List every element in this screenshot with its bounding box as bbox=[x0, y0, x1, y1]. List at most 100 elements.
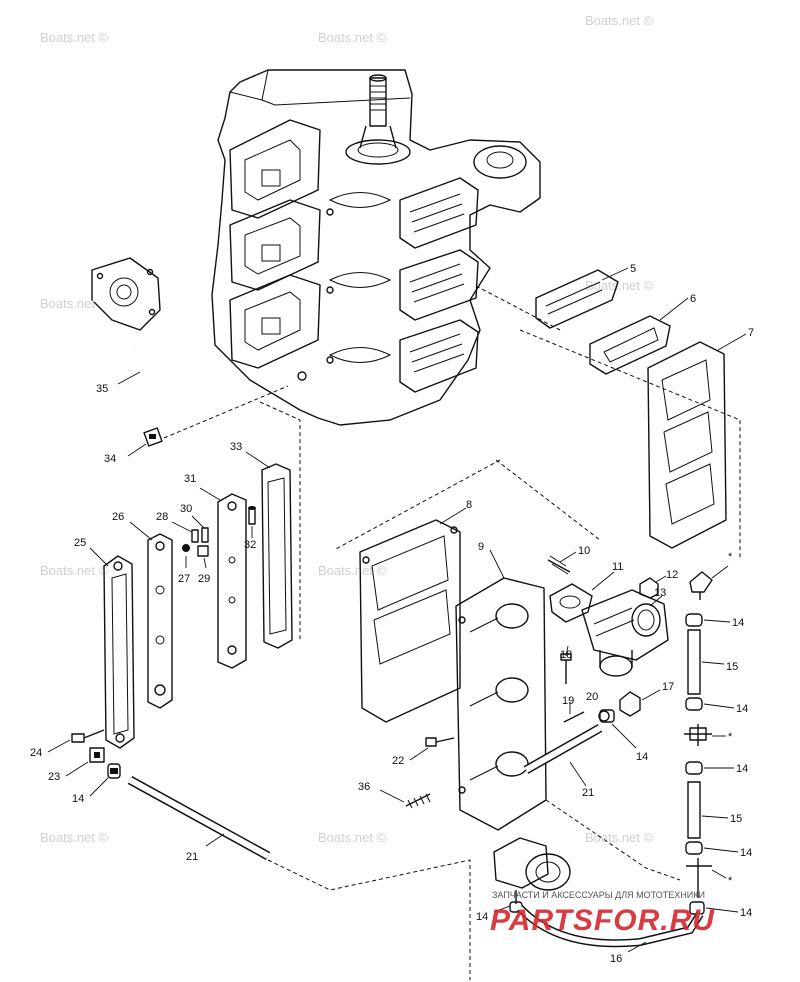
callout-16: 16 bbox=[610, 953, 622, 965]
watermark: Boats.net © bbox=[585, 830, 654, 845]
part-14-clamp bbox=[685, 697, 703, 711]
callout-25: 25 bbox=[74, 537, 86, 549]
callout-21-left: 21 bbox=[186, 851, 198, 863]
callout-8: 8 bbox=[466, 499, 472, 511]
intake-port bbox=[399, 319, 479, 393]
callout-26: 26 bbox=[112, 511, 124, 523]
callout-19: 19 bbox=[562, 695, 574, 707]
intake-port bbox=[399, 177, 479, 249]
callout-15-top: 15 bbox=[726, 661, 738, 673]
part-21-hose bbox=[127, 776, 271, 860]
callout-star-bottom: * bbox=[728, 875, 733, 887]
callout-14-r3: 14 bbox=[736, 763, 748, 775]
part-34-fitting bbox=[143, 427, 163, 447]
part-24-screw bbox=[71, 729, 105, 743]
part-6-gasket bbox=[589, 315, 671, 375]
callout-6: 6 bbox=[690, 293, 696, 305]
callout-star-mid: * bbox=[728, 731, 733, 743]
callout-14-r5: 14 bbox=[740, 907, 752, 919]
crankcase-block bbox=[211, 69, 541, 426]
watermark-layer: Boats.net © Boats.net © Boats.net © Boat… bbox=[40, 13, 654, 845]
callout-27: 27 bbox=[178, 573, 190, 585]
part-36-spring bbox=[405, 793, 431, 809]
part-15-hose bbox=[687, 781, 701, 839]
callout-14-r2: 14 bbox=[736, 703, 748, 715]
callout-14-r1: 14 bbox=[732, 617, 744, 629]
part-35-hose bbox=[132, 343, 152, 401]
part-26-plate bbox=[147, 533, 173, 709]
callout-14-r4: 14 bbox=[740, 847, 752, 859]
callout-36: 36 bbox=[358, 781, 370, 793]
callout-21-center: 21 bbox=[582, 787, 594, 799]
part-10-stud bbox=[547, 555, 571, 575]
part-14-clamp bbox=[685, 761, 703, 775]
callout-32: 32 bbox=[244, 539, 256, 551]
part-25-cover bbox=[103, 555, 135, 749]
part-28-screw bbox=[191, 529, 199, 543]
callout-15-bottom: 15 bbox=[730, 813, 742, 825]
callout-10: 10 bbox=[578, 545, 590, 557]
callout-star-top: * bbox=[728, 551, 733, 563]
callout-7: 7 bbox=[748, 327, 754, 339]
callout-28: 28 bbox=[156, 511, 168, 523]
callout-30: 30 bbox=[180, 503, 192, 515]
cylinder-row bbox=[229, 274, 321, 369]
callout-11: 11 bbox=[612, 561, 623, 573]
part-13-carburetor bbox=[581, 589, 669, 677]
part-19-screw bbox=[563, 711, 585, 723]
callout-24: 24 bbox=[30, 747, 42, 759]
part-7-gasket bbox=[647, 341, 727, 549]
callout-18: 18 bbox=[560, 649, 572, 661]
callout-5: 5 bbox=[630, 263, 636, 275]
part-9-intake-manifold bbox=[455, 577, 547, 831]
callout-31: 31 bbox=[184, 473, 196, 485]
intake-port bbox=[399, 249, 479, 321]
cylinder-row bbox=[229, 119, 321, 219]
banner-tagline: ЗАПЧАСТИ И АКСЕССУАРЫ ДЛЯ МОТОТЕХНИКИ bbox=[492, 890, 705, 900]
part-11-gasket bbox=[549, 583, 593, 623]
callout-9: 9 bbox=[478, 541, 484, 553]
part-21-hose bbox=[523, 724, 603, 774]
callout-20: 20 bbox=[586, 691, 598, 703]
fuel-fitting-top bbox=[689, 571, 713, 600]
watermark: Boats.net © bbox=[40, 563, 109, 578]
part-29-stop bbox=[197, 545, 209, 557]
part-14-clamp bbox=[685, 613, 703, 627]
part-30-reed bbox=[201, 527, 209, 543]
callout-22: 22 bbox=[392, 755, 404, 767]
tee-fitting bbox=[684, 724, 712, 746]
part-20-washer bbox=[598, 710, 610, 722]
part-33-gasket bbox=[261, 463, 293, 649]
callout-23: 23 bbox=[48, 771, 60, 783]
part-22-screw bbox=[425, 737, 455, 747]
watermark: Boats.net © bbox=[40, 830, 109, 845]
banner-brand: PARTSFOR.RU bbox=[490, 904, 715, 937]
callout-14-center: 14 bbox=[636, 751, 648, 763]
callout-35: 35 bbox=[96, 383, 108, 395]
part-16-fuel-hose bbox=[517, 905, 704, 948]
part-27-nut bbox=[182, 544, 190, 552]
cylinder-row bbox=[229, 199, 321, 291]
callout-14-bottom: 14 bbox=[476, 911, 488, 923]
part-14-clamp bbox=[107, 763, 121, 779]
watermark: Boats.net bbox=[40, 296, 95, 311]
watermark: Boats.net © bbox=[40, 30, 109, 45]
callout-34: 34 bbox=[104, 453, 116, 465]
part-14-clamp bbox=[685, 841, 703, 855]
watermark: Boats.net © bbox=[318, 30, 387, 45]
callout-12: 12 bbox=[666, 569, 678, 581]
part-14-clamp bbox=[599, 709, 615, 723]
callout-29: 29 bbox=[198, 573, 210, 585]
water-cover bbox=[91, 257, 161, 331]
part-32-screw bbox=[248, 506, 256, 525]
partsfor-logo: ЗАПЧАСТИ И АКСЕССУАРЫ ДЛЯ МОТОТЕХНИКИ PA… bbox=[490, 890, 715, 937]
part-15-hose bbox=[687, 629, 701, 695]
watermark: Boats.net © bbox=[585, 278, 654, 293]
part-8-gasket bbox=[359, 519, 461, 723]
part-23-fitting bbox=[89, 747, 105, 763]
callout-14-left: 14 bbox=[72, 793, 84, 805]
part-31-cover bbox=[217, 493, 247, 669]
callout-33: 33 bbox=[230, 441, 242, 453]
part-12-nut bbox=[639, 577, 659, 599]
